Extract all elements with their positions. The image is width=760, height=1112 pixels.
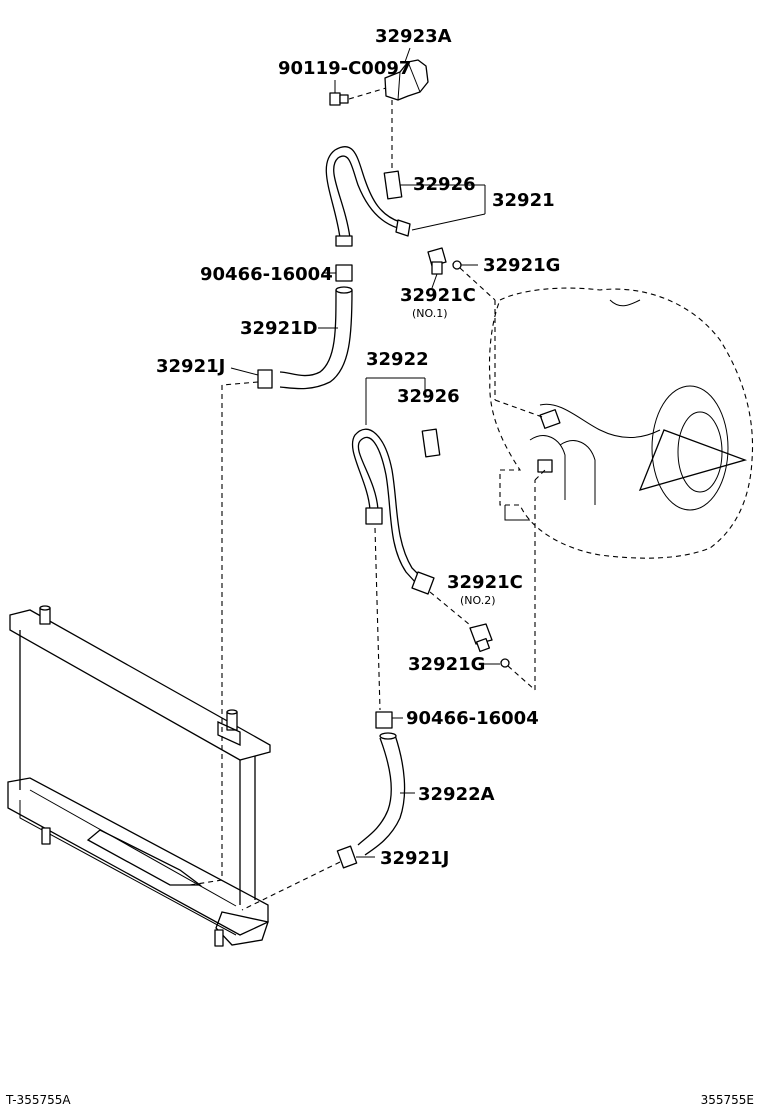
label-32926-top: 32926: [413, 174, 476, 195]
clamp-32923A: [384, 59, 429, 101]
label-90466-16004-top: 90466-16004: [200, 264, 333, 285]
radiator-mount-pin-right: [214, 929, 224, 947]
label-32921C-bottom: 32921C: [447, 572, 523, 593]
footer-right-code: 355755E: [701, 1093, 754, 1107]
label-32926-mid: 32926: [397, 386, 460, 407]
grommet-32926-mid: [421, 428, 441, 458]
label-32922: 32922: [366, 349, 429, 370]
gasket-32921G-top: [452, 260, 462, 270]
oil-cooler-pipe-32921: [325, 145, 411, 247]
label-32921J-bottom: 32921J: [380, 848, 449, 869]
label-no1: (NO.1): [412, 307, 448, 320]
union-32921C-no1: [427, 247, 447, 275]
oil-cooler-pipe-32922: [351, 428, 435, 595]
bolt-90119: [329, 92, 349, 106]
label-32921G-top: 32921G: [483, 255, 560, 276]
label-32921D: 32921D: [240, 318, 318, 339]
label-no2: (NO.2): [460, 594, 496, 607]
label-90466-16004-bottom: 90466-16004: [406, 708, 539, 729]
footer-left-code: T-355755A: [5, 1093, 71, 1107]
label-32922A: 32922A: [418, 784, 495, 805]
label-32921C-top: 32921C: [400, 285, 476, 306]
hose-32922A: [357, 732, 406, 856]
hose-clip-32921J-bottom: [336, 845, 358, 869]
hose-32921D: [279, 286, 353, 390]
label-90119-C0097: 90119-C0097: [278, 58, 411, 79]
label-32921J-top: 32921J: [156, 356, 225, 377]
label-32923A: 32923A: [375, 26, 452, 47]
union-32921C-no2: [469, 623, 493, 653]
clip-90466-top: [335, 264, 353, 282]
hose-clip-32921J-top: [257, 369, 273, 389]
gasket-32921G-bottom: [500, 658, 510, 668]
transmission-assembly: [488, 287, 754, 559]
grommet-32926-top: [383, 170, 403, 200]
clip-90466-bottom: [375, 711, 393, 729]
radiator-mount-pin-left: [41, 827, 51, 845]
label-32921: 32921: [492, 190, 555, 211]
radiator-assembly: [7, 605, 271, 947]
fitting-receptacle-upper: [539, 409, 561, 429]
label-32921G-bottom: 32921G: [408, 654, 485, 675]
fitting-receptacle-lower: [537, 459, 553, 473]
